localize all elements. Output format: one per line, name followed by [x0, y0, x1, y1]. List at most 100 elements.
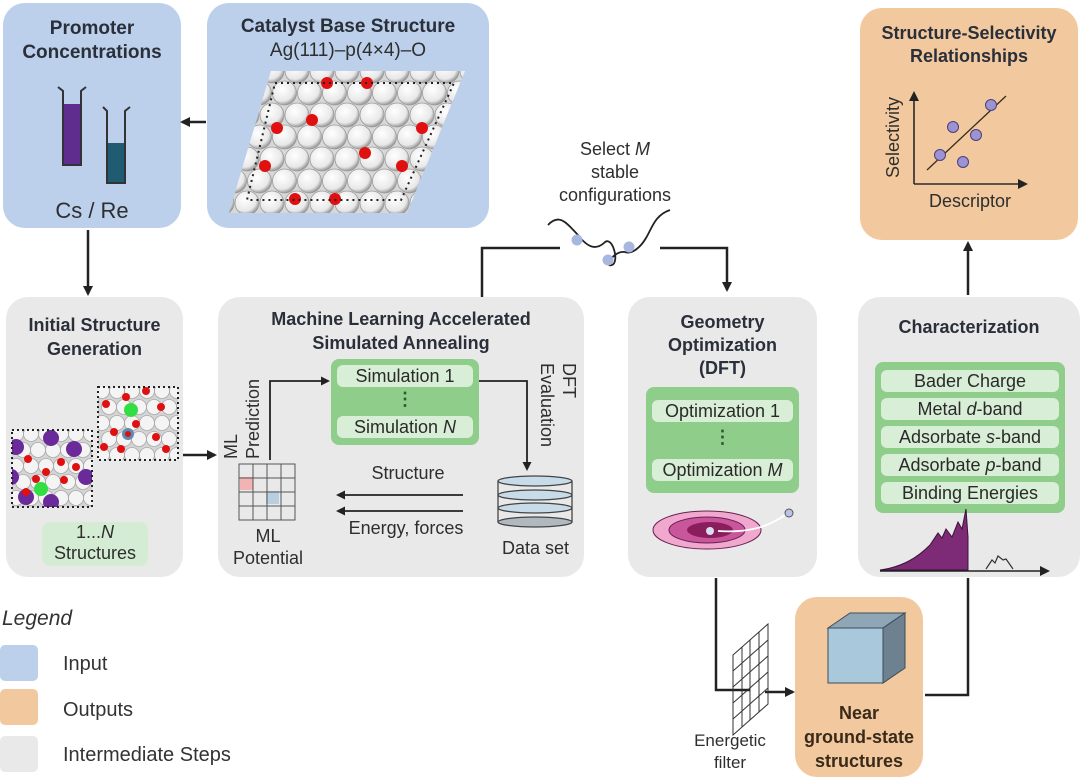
select-line3: configurations [558, 185, 672, 205]
optimization-1: Optimization 1 [652, 400, 793, 422]
structure-selectivity-panel: Structure-Selectivity Relationships Sele… [860, 8, 1078, 240]
atom [272, 80, 297, 106]
ssr-ylabel: Selectivity [883, 96, 903, 178]
atom [109, 415, 125, 431]
atom [169, 447, 178, 460]
promoter-title: Promoter Concentrations [3, 17, 181, 65]
atom [234, 102, 260, 128]
legend-label-input: Input [63, 653, 108, 675]
atom [229, 168, 247, 194]
geometry-optimization-panel: Geometry Optimization (DFT) Optimization… [628, 297, 817, 577]
legend-swatch-intermediate [0, 736, 38, 772]
ssr-title: Structure-Selectivity Relationships [860, 22, 1078, 68]
ml-potential-line2: Potential [232, 548, 304, 568]
atom [297, 124, 322, 150]
atom [102, 400, 110, 408]
atom [334, 146, 360, 172]
ml-potential-line1: ML [255, 526, 281, 546]
atom [459, 146, 465, 172]
initial-title: Initial Structure Generation [6, 313, 183, 361]
ssr-xlabel: Descriptor [928, 191, 1012, 211]
promoted-structures-icon [11, 386, 179, 508]
atom [284, 71, 310, 84]
badge-line1: 1...N [75, 522, 114, 542]
atom [473, 81, 497, 105]
initial-title-line2: Generation [46, 339, 143, 359]
atom [43, 494, 59, 507]
select-line1: Select M [579, 139, 651, 159]
geometry-title-line1: Geometry [680, 312, 765, 332]
atom [271, 122, 283, 134]
atom [30, 442, 46, 458]
line-ground-to-characterization [925, 578, 970, 697]
atom [24, 455, 32, 463]
atom [372, 124, 397, 150]
geometry-title: Geometry Optimization (DFT) [628, 311, 817, 380]
ml-prediction-line2: Prediction [243, 378, 263, 459]
legend-label-outputs: Outputs [63, 699, 134, 721]
optimization-contour-icon [652, 508, 794, 550]
atom [473, 169, 497, 193]
dft-evaluation-label: DFT Evaluation [536, 363, 580, 447]
atom [185, 147, 209, 171]
atom [110, 428, 118, 436]
atom [161, 431, 177, 447]
mlsa-title-line2: Simulated Annealing [312, 333, 490, 353]
atom [125, 431, 131, 437]
atom [359, 190, 385, 213]
energy-forces-label: Energy, forces [348, 518, 464, 538]
atom [154, 415, 170, 431]
atom [234, 146, 260, 172]
atom [57, 458, 65, 466]
ag-surface-structure-icon [229, 71, 465, 213]
atom [98, 415, 110, 431]
atom [32, 475, 40, 483]
dataset-label: Data set [501, 538, 570, 558]
geometry-title-line2: Optimization [668, 335, 777, 355]
line-geometry-to-filter [714, 578, 750, 692]
atom [162, 445, 170, 453]
descriptor-binding-energies: Binding Energies [881, 482, 1059, 504]
initial-title-line1: Initial Structure [28, 315, 161, 335]
atom [139, 447, 155, 460]
atom [66, 441, 82, 457]
cube-icon [826, 612, 907, 684]
atom [60, 476, 68, 484]
legend: Legend Input Outputs Intermediate Steps [0, 600, 300, 780]
descriptors-box: Bader Charge Metal d-band Adsorbate s-ba… [875, 362, 1065, 513]
descriptor-adsorbate-s-band: Adsorbate s-band [881, 426, 1059, 448]
atom [396, 160, 408, 172]
selectivity-scatter-icon [909, 91, 1028, 189]
arrow-mlsa-to-select [480, 246, 560, 297]
ml-potential-grid-icon [238, 463, 296, 521]
atom [259, 71, 285, 84]
atom [359, 147, 371, 159]
atom [139, 415, 155, 431]
scatter-points [934, 99, 997, 168]
ml-potential-label: ML Potential [218, 525, 318, 569]
ssr-title-line1: Structure-Selectivity [881, 23, 1057, 43]
atom [42, 468, 50, 476]
atom [434, 71, 460, 84]
atom [523, 81, 547, 105]
atom [459, 71, 465, 84]
mlsa-title-line1: Machine Learning Accelerated [271, 309, 531, 329]
atom [43, 430, 59, 446]
promoter-label: Cs / Re [55, 198, 129, 223]
descriptor-adsorbate-p-band: Adsorbate p-band [881, 454, 1059, 476]
atom [124, 403, 138, 417]
cs-beaker-fill [64, 104, 80, 164]
atom [422, 168, 447, 194]
simulation-1: Simulation 1 [337, 365, 473, 387]
atom [297, 168, 322, 194]
atom [169, 415, 178, 431]
atom [98, 387, 110, 399]
dataset-database-icon [497, 475, 573, 528]
ground-line3: structures [814, 751, 904, 771]
catalyst-subtitle: Ag(111)–p(4×4)–O [269, 40, 427, 61]
atom [229, 80, 247, 106]
arrow-select-to-geometry [660, 246, 732, 292]
atom [459, 190, 465, 213]
simulation-n: Simulation N [337, 416, 473, 438]
atom [498, 81, 522, 105]
